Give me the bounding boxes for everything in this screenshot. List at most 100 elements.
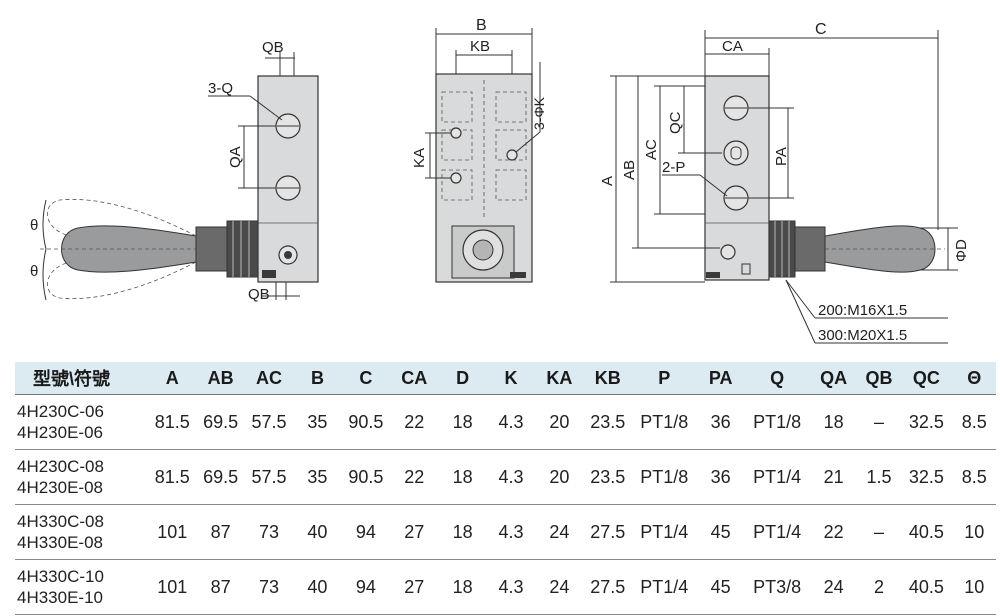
value-cell: 69.5 xyxy=(196,449,245,505)
value-cell: 27.5 xyxy=(583,504,632,560)
theta-top-label: θ xyxy=(30,217,38,234)
p-port-icon xyxy=(723,140,749,166)
value-cell: PT3/8 xyxy=(744,559,810,615)
column-header: CA xyxy=(390,362,439,395)
ca-label: CA xyxy=(722,38,743,55)
model-name: 4H230C-08 xyxy=(17,457,104,476)
value-cell: 40.5 xyxy=(900,559,953,615)
model-name: 4H330E-08 xyxy=(17,533,104,552)
value-cell: 40 xyxy=(293,504,342,560)
column-header: A xyxy=(148,362,197,395)
value-cell: 23.5 xyxy=(583,394,632,450)
ab-label: AB xyxy=(621,160,638,180)
value-cell: 90.5 xyxy=(341,394,391,450)
value-cell: 21 xyxy=(809,449,858,505)
pa-label: PA xyxy=(773,147,790,166)
value-cell: 32.5 xyxy=(900,449,953,505)
value-cell: 24 xyxy=(809,559,858,615)
value-cell: 35 xyxy=(293,449,342,505)
value-cell: 36 xyxy=(696,394,745,450)
value-cell: 73 xyxy=(244,559,294,615)
value-cell: 18 xyxy=(438,449,487,505)
value-cell: 22 xyxy=(390,449,439,505)
value-cell: 8.5 xyxy=(952,449,996,505)
p-ports-label: 2-P xyxy=(662,159,685,176)
lever-handle-right-icon xyxy=(824,225,936,273)
column-header: Θ xyxy=(952,362,996,395)
small-port-icon xyxy=(720,244,736,260)
value-cell: 32.5 xyxy=(900,394,953,450)
value-cell: 94 xyxy=(341,559,391,615)
value-cell: 87 xyxy=(196,504,245,560)
ka-label: KA xyxy=(411,148,428,168)
value-cell: 45 xyxy=(696,559,745,615)
value-cell: 35 xyxy=(293,394,342,450)
value-cell: 4.3 xyxy=(486,559,536,615)
value-cell: 45 xyxy=(696,504,745,560)
model-name: 4H230E-06 xyxy=(17,423,104,442)
value-cell: 94 xyxy=(341,504,391,560)
mount-hole-icon xyxy=(506,149,518,161)
kb-label: KB xyxy=(470,38,490,55)
value-cell: 27 xyxy=(390,504,439,560)
k-holes-label: 3-ΦK xyxy=(531,96,547,130)
column-header: KA xyxy=(535,362,584,395)
value-cell: 27 xyxy=(390,559,439,615)
column-header: D xyxy=(438,362,487,395)
b-label: B xyxy=(476,17,487,34)
column-header: PA xyxy=(696,362,745,395)
value-cell: 23.5 xyxy=(583,449,632,505)
value-cell: PT1/8 xyxy=(631,449,697,505)
value-cell: 4.3 xyxy=(486,449,536,505)
value-cell: 81.5 xyxy=(148,394,197,450)
model-cell: 4H330C-08 4H330E-08 xyxy=(15,504,149,560)
value-cell: 57.5 xyxy=(244,449,294,505)
column-header: P xyxy=(631,362,697,395)
column-header: C xyxy=(341,362,391,395)
qc-label: QC xyxy=(667,111,684,134)
value-cell: 81.5 xyxy=(148,449,197,505)
technical-drawing: θ θ QB 3-Q QA QB xyxy=(30,17,970,344)
value-cell: 40.5 xyxy=(900,504,953,560)
value-cell: 18 xyxy=(438,559,487,615)
right-view: C CA A AB AC QC 2-P PA ΦD xyxy=(599,21,970,344)
value-cell: – xyxy=(857,394,901,450)
theta-bottom-label: θ xyxy=(30,263,38,280)
value-cell: 69.5 xyxy=(196,394,245,450)
c-label: C xyxy=(815,21,827,38)
column-header: K xyxy=(486,362,536,395)
value-cell: 2 xyxy=(857,559,901,615)
value-cell: 24 xyxy=(535,504,584,560)
ac-label: AC xyxy=(643,139,660,160)
a-label: A xyxy=(599,176,616,186)
value-cell: 18 xyxy=(809,394,858,450)
mount-hole-icon xyxy=(450,127,462,139)
value-cell: – xyxy=(857,504,901,560)
value-cell: 36 xyxy=(696,449,745,505)
qa-label: QA xyxy=(227,146,244,168)
value-cell: 22 xyxy=(390,394,439,450)
value-cell: 87 xyxy=(196,559,245,615)
value-cell: 18 xyxy=(438,504,487,560)
qb-top-label: QB xyxy=(262,39,284,56)
column-header: QB xyxy=(857,362,901,395)
value-cell: 10 xyxy=(952,559,996,615)
column-header: QC xyxy=(900,362,953,395)
column-header: AC xyxy=(244,362,294,395)
value-cell: PT1/8 xyxy=(744,394,810,450)
lever-handle-icon xyxy=(61,225,197,273)
value-cell: PT1/4 xyxy=(744,449,810,505)
model-name: 4H330C-08 xyxy=(17,512,104,531)
value-cell: 22 xyxy=(809,504,858,560)
qb-bottom-label: QB xyxy=(248,286,270,303)
column-header: KB xyxy=(583,362,632,395)
column-header: Q xyxy=(744,362,810,395)
value-cell: 18 xyxy=(438,394,487,450)
